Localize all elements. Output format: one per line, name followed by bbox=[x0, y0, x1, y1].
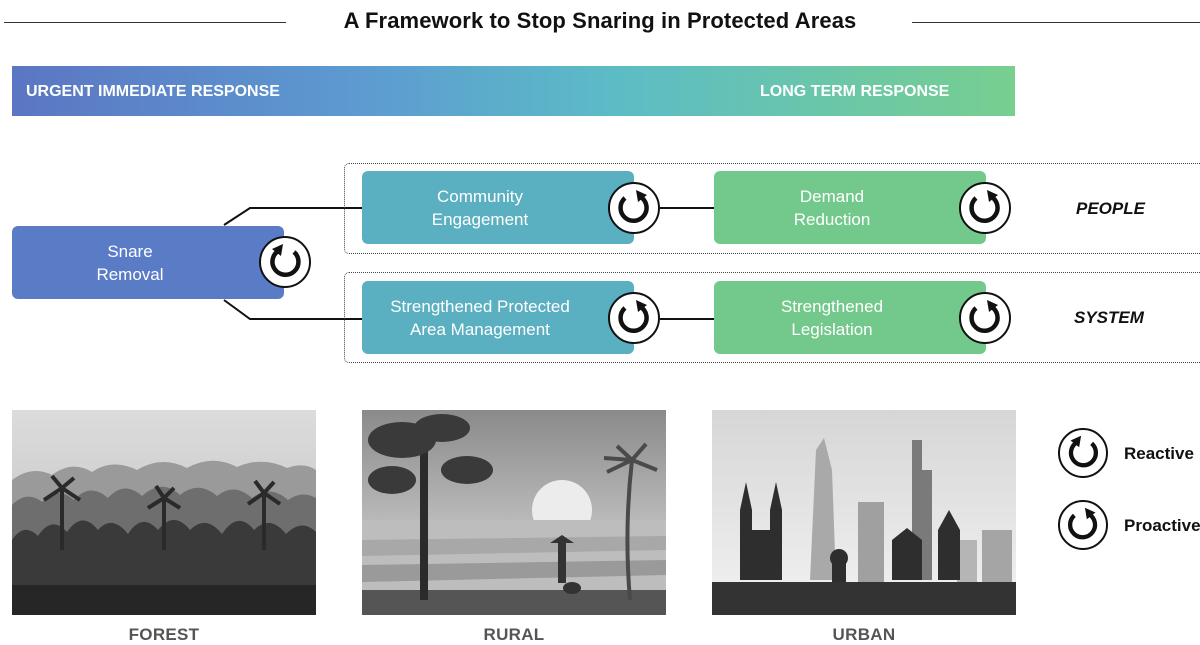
urban-label: URBAN bbox=[832, 625, 896, 644]
rural-illustration bbox=[362, 410, 666, 615]
people-row-label: PEOPLE bbox=[1076, 199, 1145, 218]
community-engagement-label: Community Engagement bbox=[431, 186, 529, 229]
proactive-cycle-icon bbox=[608, 292, 660, 344]
proactive-cycle-icon bbox=[959, 292, 1011, 344]
rural-label: RURAL bbox=[483, 625, 545, 644]
system-row-frame bbox=[344, 272, 1200, 363]
proactive-legend-icon bbox=[1058, 500, 1108, 550]
demand-reduction-label: Demand Reduction bbox=[793, 186, 871, 229]
people-row-frame bbox=[344, 163, 1200, 254]
reactive-cycle-icon bbox=[259, 236, 311, 288]
snare-removal-box: Snare Removal bbox=[12, 226, 284, 299]
proactive-cycle-icon bbox=[959, 182, 1011, 234]
snare-removal-label: Snare Removal bbox=[96, 241, 164, 284]
connector-snare-to-protected-area bbox=[223, 299, 362, 320]
protected-area-management-box: Strengthened Protected Area Management bbox=[362, 281, 634, 354]
strengthened-legislation-label: Strengthened Legislation bbox=[780, 296, 884, 339]
connector-snare-to-community bbox=[223, 207, 362, 226]
long-term-response-label: LONG TERM RESPONSE bbox=[760, 83, 950, 100]
demand-reduction-box: Demand Reduction bbox=[714, 171, 986, 244]
reactive-legend-label: Reactive bbox=[1124, 444, 1194, 463]
page-title: A Framework to Stop Snaring in Protected… bbox=[343, 8, 857, 33]
urgent-response-label: URGENT IMMEDIATE RESPONSE bbox=[26, 83, 280, 100]
strengthened-legislation-box: Strengthened Legislation bbox=[714, 281, 986, 354]
response-timeline-banner: URGENT IMMEDIATE RESPONSE LONG TERM RESP… bbox=[12, 66, 1015, 116]
proactive-cycle-icon bbox=[608, 182, 660, 234]
urban-illustration bbox=[712, 410, 1016, 615]
protected-area-management-label: Strengthened Protected Area Management bbox=[390, 296, 570, 339]
system-row-label: SYSTEM bbox=[1074, 308, 1144, 327]
community-engagement-box: Community Engagement bbox=[362, 171, 634, 244]
title-rule-left bbox=[4, 22, 286, 23]
reactive-legend-icon bbox=[1058, 428, 1108, 478]
proactive-legend-label: Proactive bbox=[1124, 516, 1200, 535]
forest-illustration bbox=[12, 410, 316, 615]
title-rule-right bbox=[912, 22, 1200, 23]
forest-label: FOREST bbox=[128, 625, 200, 644]
